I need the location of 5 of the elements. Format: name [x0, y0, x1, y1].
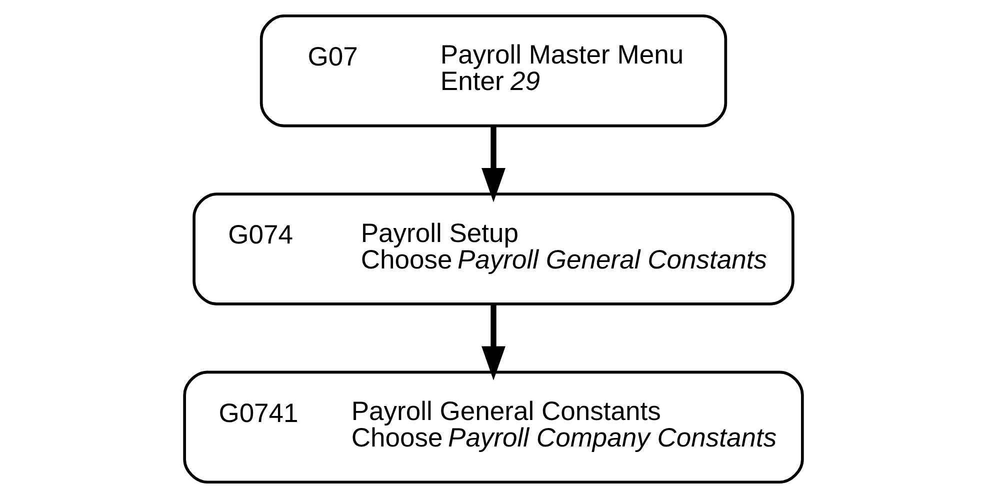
node-box: G0741 Payroll General Constants Choose Payroll Company Constants: [183, 370, 804, 484]
arrow: [482, 304, 506, 380]
node-box: G074 Payroll Setup Choose Payroll General Constants: [192, 192, 794, 306]
node-box: G07 Payroll Master Menu Enter 29: [260, 14, 728, 128]
arrow: [482, 126, 506, 202]
